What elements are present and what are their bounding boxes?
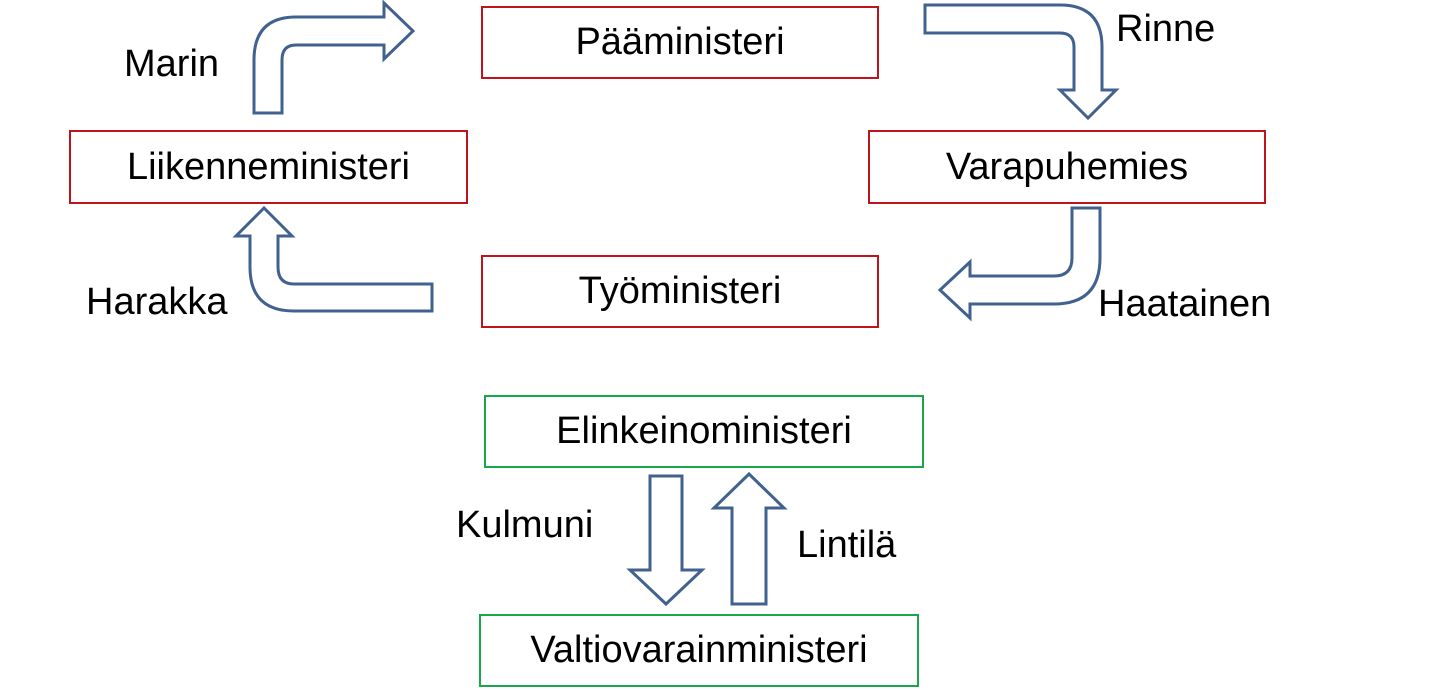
node-valtiovarainministeri: Valtiovarainministeri xyxy=(479,614,919,687)
node-varapuhemies-label: Varapuhemies xyxy=(945,145,1189,188)
node-elinkeinoministeri: Elinkeinoministeri xyxy=(484,395,924,468)
arrow-harakka-shape xyxy=(232,205,434,313)
node-paaministeri-label: Pääministeri xyxy=(575,21,785,63)
arrow-label-rinne: Rinne xyxy=(1116,8,1216,50)
node-liikenneministeri-label: Liikenneministeri xyxy=(126,145,410,188)
arrow-label-marin: Marin xyxy=(124,43,220,85)
arrow-rinne-shape xyxy=(923,3,1120,121)
node-valtiovarainministeri-label: Valtiovarainministeri xyxy=(530,629,868,671)
node-tyoministeri-label: Työministeri xyxy=(578,270,782,312)
arrow-label-haatainen: Haatainen xyxy=(1098,283,1272,325)
arrow-lintila-shape xyxy=(710,471,788,606)
node-liikenneministeri: Liikenneministeri xyxy=(69,130,468,204)
arrow-label-kulmuni: Kulmuni xyxy=(456,504,594,546)
arrow-label-harakka: Harakka xyxy=(86,281,228,323)
arrow-marin-shape xyxy=(252,0,416,115)
node-tyoministeri: Työministeri xyxy=(481,255,879,328)
arrow-label-lintila: Lintilä xyxy=(797,524,897,566)
node-varapuhemies: Varapuhemies xyxy=(868,130,1266,204)
node-paaministeri: Pääministeri xyxy=(481,6,879,79)
arrow-kulmuni-shape xyxy=(626,474,706,607)
arrow-haatainen-shape xyxy=(937,206,1102,322)
node-elinkeinoministeri-label: Elinkeinoministeri xyxy=(556,410,852,452)
